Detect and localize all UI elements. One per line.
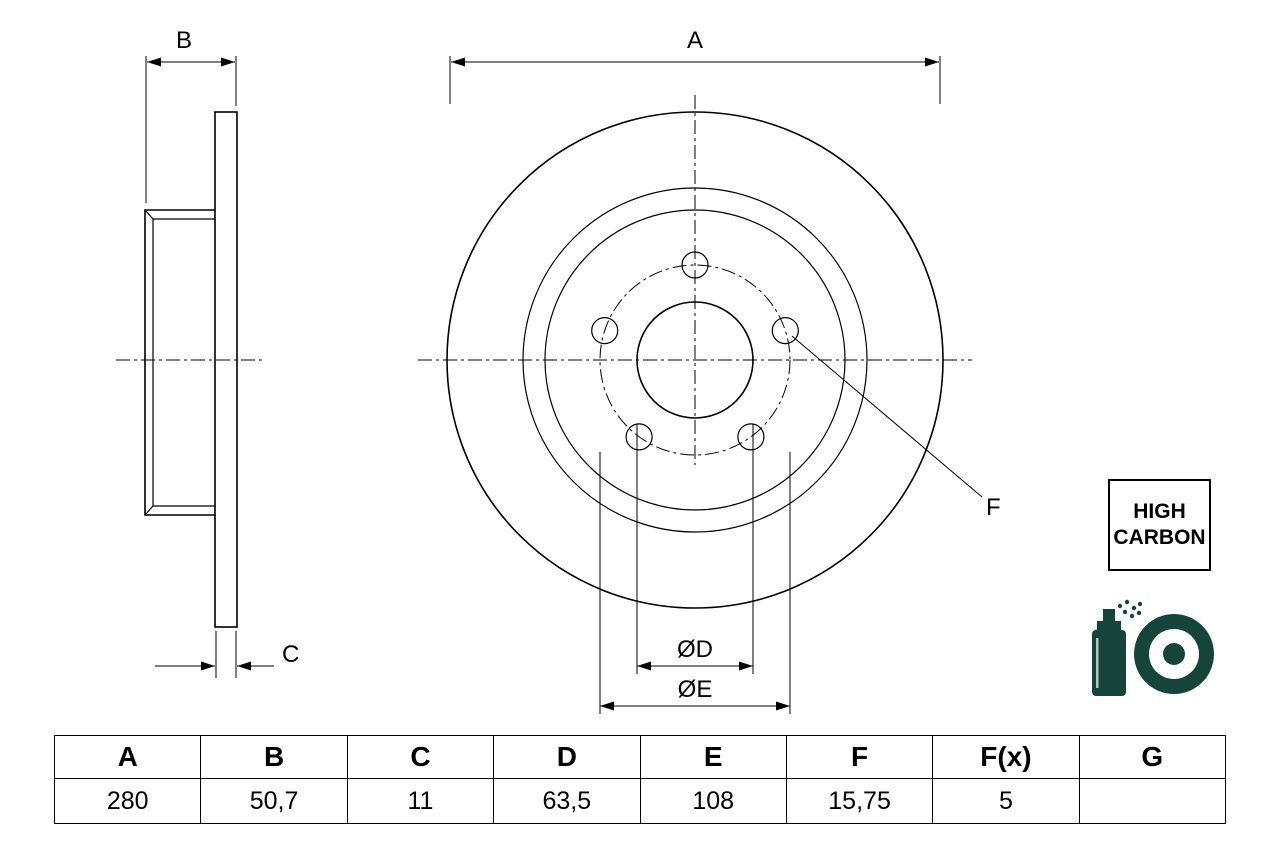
dim-e-label: ØE	[678, 676, 713, 703]
col-header-g: G	[1078, 735, 1227, 779]
dim-a-label: A	[687, 27, 703, 54]
dimension-c: C	[155, 631, 299, 678]
dim-f-label: F	[986, 494, 1001, 521]
dim-c-label: C	[282, 641, 299, 668]
value-a: 280	[53, 778, 202, 824]
spray-can-icon	[1092, 599, 1143, 696]
spec-header-row: A B C D E F F(x) G	[53, 735, 1227, 779]
dimension-b: B	[145, 27, 237, 203]
dimension-a: A	[449, 27, 941, 104]
col-header-fx: F(x)	[932, 735, 1080, 779]
badge-line1: HIGH	[1133, 499, 1186, 523]
dimension-d: ØD	[636, 424, 754, 674]
value-d: 63,5	[493, 778, 641, 824]
col-header-f: F	[785, 735, 934, 779]
value-g	[1078, 778, 1227, 824]
col-header-a: A	[53, 735, 202, 779]
dimension-e: ØE	[599, 452, 791, 714]
col-header-b: B	[200, 735, 348, 779]
value-b: 50,7	[200, 778, 348, 824]
col-header-c: C	[346, 735, 495, 779]
col-header-e: E	[639, 735, 787, 779]
side-view	[144, 111, 238, 628]
bolt-hole	[737, 423, 765, 451]
front-view-centerlines	[418, 95, 972, 465]
bolt-hole	[625, 423, 653, 451]
coated-disc-stamp	[1092, 599, 1214, 696]
brake-disc-icon	[1134, 614, 1214, 694]
bolt-hole	[771, 317, 799, 345]
badge-line2: CARBON	[1113, 526, 1206, 549]
value-fx: 5	[932, 778, 1080, 824]
bolt-hole	[591, 317, 619, 345]
leader-f: F	[791, 335, 1001, 521]
spec-value-row: 280 50,7 11 63,5 108 15,75 5	[53, 778, 1227, 824]
dim-b-label: B	[176, 27, 192, 54]
value-e: 108	[639, 778, 787, 824]
value-c: 11	[346, 778, 495, 824]
spec-table: A B C D E F F(x) G 280 50,7 11 63,5 108 …	[53, 735, 1227, 824]
technical-drawing: B C	[116, 27, 1001, 714]
col-header-d: D	[493, 735, 641, 779]
value-f: 15,75	[785, 778, 934, 824]
dim-d-label: ØD	[677, 636, 713, 663]
high-carbon-badge: HIGH CARBON	[1108, 479, 1211, 571]
bolt-circle	[599, 264, 791, 456]
